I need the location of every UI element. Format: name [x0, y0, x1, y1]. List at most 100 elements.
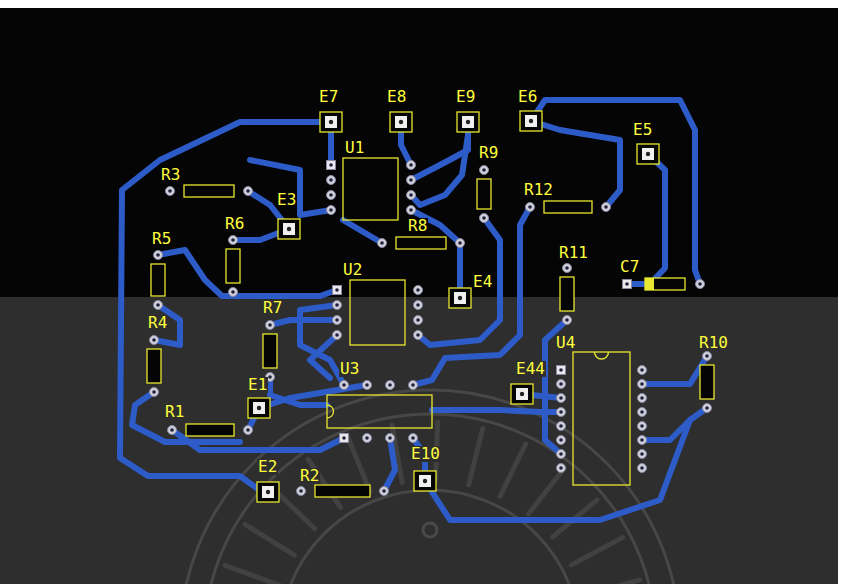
ic-notch: [595, 352, 609, 359]
pad-hole: [257, 406, 261, 410]
round-pad: [480, 214, 489, 223]
round-pad: [150, 388, 159, 397]
round-pad: [327, 176, 336, 185]
round-pad: [638, 366, 647, 375]
round-pad: [557, 436, 566, 445]
reference-designator: R5: [151, 231, 172, 247]
reference-designator: E1: [247, 377, 268, 393]
pad-hole: [388, 383, 392, 387]
round-pad: [638, 436, 647, 445]
reference-designator: R9: [478, 145, 499, 161]
pad-hole: [640, 410, 644, 414]
copper-trace: [413, 207, 530, 385]
round-pad: [557, 422, 566, 431]
resistor-symbol: [263, 334, 277, 368]
test-pad: [454, 292, 466, 304]
round-pad: [150, 336, 159, 345]
round-pad: [557, 380, 566, 389]
round-pad: [244, 187, 253, 196]
pad-hole: [482, 216, 486, 220]
round-pad: [363, 434, 372, 443]
reference-designator: U2: [342, 262, 363, 278]
pad-hole: [559, 368, 563, 372]
test-pad: [283, 223, 295, 235]
resistor-symbol: [315, 485, 370, 497]
copper-trace: [158, 250, 337, 296]
pad-hole: [559, 424, 563, 428]
pad-hole: [646, 152, 650, 156]
round-pad: [414, 301, 423, 310]
round-pad: [229, 288, 238, 297]
square-pad: [327, 161, 336, 170]
resistor-symbol: [151, 264, 165, 296]
watermark-ray: [584, 580, 640, 584]
pad-hole: [287, 227, 291, 231]
watermark-ring: [204, 414, 656, 584]
round-pad: [638, 380, 647, 389]
pad-hole: [411, 383, 415, 387]
silkscreen-layer: [147, 111, 714, 502]
test-pad-outline: [511, 384, 533, 404]
test-pad-outline: [637, 144, 659, 164]
copper-trace: [432, 410, 561, 412]
pad-hole: [409, 193, 413, 197]
pad-hole: [705, 406, 709, 410]
pad-hole: [409, 208, 413, 212]
round-pad: [407, 191, 416, 200]
pad-hole: [466, 120, 470, 124]
pad-hole: [416, 303, 420, 307]
pad-layer: [150, 115, 712, 498]
round-pad: [409, 434, 418, 443]
round-pad: [340, 381, 349, 390]
ic-outline: [327, 395, 432, 428]
copper-trace: [270, 320, 337, 325]
reference-designator: R4: [147, 315, 168, 331]
reference-designator: U1: [344, 140, 365, 156]
pad-hole: [168, 189, 172, 193]
resistor-symbol: [700, 365, 714, 399]
pad-hole: [329, 120, 333, 124]
round-pad: [409, 381, 418, 390]
reference-designator: R10: [698, 335, 729, 351]
pad-hole: [640, 368, 644, 372]
watermark-ray: [245, 524, 294, 555]
reference-designator: E10: [410, 446, 441, 462]
reference-designator: E4: [472, 274, 493, 290]
reference-designator: E5: [632, 122, 653, 138]
reference-designator: R6: [224, 216, 245, 232]
copper-trace: [531, 100, 700, 284]
round-pad: [557, 408, 566, 417]
pad-hole: [299, 489, 303, 493]
copper-trace: [132, 392, 240, 442]
test-pad-outline: [414, 471, 436, 491]
round-pad: [327, 206, 336, 215]
reference-designator: R12: [523, 182, 554, 198]
capacitor-symbol: [645, 278, 685, 290]
reference-designator: R11: [558, 245, 589, 261]
resistor-symbol: [226, 249, 240, 283]
round-pad: [563, 316, 572, 325]
reference-designator: E7: [318, 89, 339, 105]
pad-hole: [416, 333, 420, 337]
pad-hole: [705, 354, 709, 358]
round-pad: [154, 251, 163, 260]
pad-hole: [458, 241, 462, 245]
round-pad: [703, 404, 712, 413]
test-pad: [642, 148, 654, 160]
pad-hole: [170, 428, 174, 432]
test-pad: [395, 116, 407, 128]
watermark-ray: [348, 438, 370, 492]
reference-designator: E44: [515, 361, 546, 377]
resistor-symbol: [477, 179, 491, 209]
copper-trace: [120, 122, 320, 492]
round-pad: [168, 426, 177, 435]
pad-hole: [156, 253, 160, 257]
pad-hole: [559, 466, 563, 470]
pad-hole: [640, 382, 644, 386]
round-pad: [557, 464, 566, 473]
copper-trace: [310, 335, 337, 378]
round-pad: [526, 203, 535, 212]
